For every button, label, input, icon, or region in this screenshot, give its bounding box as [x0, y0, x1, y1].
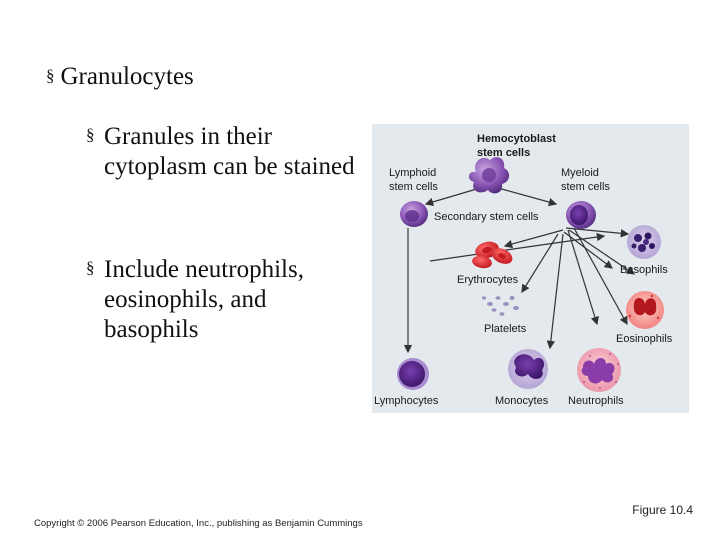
label-lymphoid-2: stem cells	[389, 181, 438, 193]
bullet-granulocytes: § Granulocytes	[46, 62, 194, 94]
bullet-marker: §	[86, 125, 95, 144]
lymphoid-stem-cell	[400, 201, 428, 227]
basophil-cell	[627, 225, 661, 259]
eosinophil-cell	[626, 291, 664, 329]
bullet-text: Granulocytes	[60, 63, 194, 90]
bullet-marker: §	[86, 258, 95, 277]
label-hemocytoblast: Hemocytoblast	[477, 133, 556, 145]
neutrophil-cell	[577, 348, 621, 392]
label-myeloid: Myeloid	[561, 167, 599, 179]
label-lymphocytes: Lymphocytes	[374, 395, 439, 407]
platelets-cells	[482, 296, 519, 316]
bullet-granules: § Granules in their cytoplasm can be sta…	[86, 122, 356, 182]
bullet-marker: §	[46, 66, 55, 85]
blood-cell-lineage-figure: Hemocytoblast stem cells Lymphoid stem c…	[372, 124, 689, 413]
label-neutrophils: Neutrophils	[568, 395, 624, 407]
monocyte-cell	[508, 349, 548, 389]
label-hemocytoblast-2: stem cells	[477, 147, 530, 159]
erythrocytes-cells	[472, 241, 513, 269]
label-basophils: Basophils	[620, 264, 668, 276]
label-monocytes: Monocytes	[495, 395, 549, 407]
label-lymphoid: Lymphoid	[389, 167, 436, 179]
myeloid-secondary-cell	[566, 201, 596, 229]
figure-caption: Figure 10.4	[632, 503, 693, 517]
bullet-text: Include neutrophils, eosinophils, and ba…	[104, 256, 304, 343]
lymphocyte-cell	[397, 358, 429, 390]
lineage-diagram: Hemocytoblast stem cells Lymphoid stem c…	[374, 133, 673, 407]
hemocytoblast-cell	[468, 157, 510, 194]
label-secondary-stem: Secondary stem cells	[434, 211, 539, 223]
bullet-text: Granules in their cytoplasm can be stain…	[104, 123, 355, 180]
label-eosinophils: Eosinophils	[616, 333, 673, 345]
bullet-include: § Include neutrophils, eosinophils, and …	[86, 255, 356, 345]
label-erythrocytes: Erythrocytes	[457, 274, 519, 286]
lineage-arrows	[403, 187, 635, 354]
copyright-notice: Copyright © 2006 Pearson Education, Inc.…	[34, 518, 363, 529]
label-platelets: Platelets	[484, 323, 527, 335]
label-myeloid-2: stem cells	[561, 181, 610, 193]
